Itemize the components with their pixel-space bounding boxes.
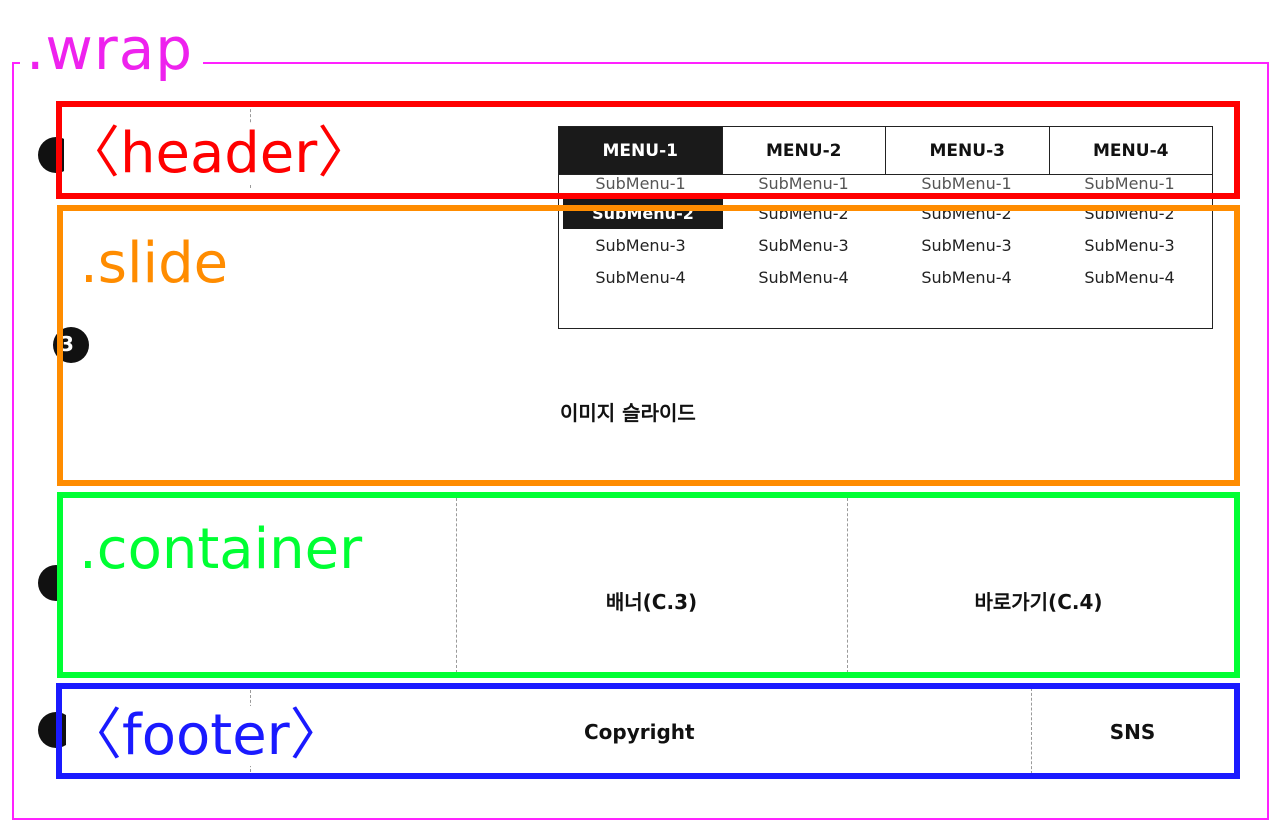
copyright-text: Copyright	[584, 720, 695, 744]
submenu-item[interactable]: SubMenu-4	[595, 267, 686, 287]
container-label: .container	[63, 520, 409, 602]
menu-item-1[interactable]: MENU-1	[559, 127, 722, 174]
sns-text: SNS	[1109, 720, 1156, 744]
submenu-item[interactable]: SubMenu-3	[921, 235, 1012, 255]
submenu-item[interactable]: SubMenu-3	[1084, 235, 1175, 255]
slide-caption: 이미지 슬라이드	[560, 401, 696, 425]
submenu-item[interactable]: SubMenu-3	[595, 235, 686, 255]
header-box	[56, 101, 1240, 199]
menu-item-3[interactable]: MENU-3	[885, 127, 1049, 174]
menu-item-2[interactable]: MENU-2	[721, 127, 886, 174]
footer-label: 〈footer〉	[66, 706, 354, 766]
submenu-item[interactable]: SubMenu-4	[921, 267, 1012, 287]
container-box	[57, 492, 1240, 678]
container-divider	[456, 493, 457, 673]
slide-box	[57, 205, 1240, 486]
wrap-label: .wrap	[20, 18, 204, 80]
submenu-item[interactable]: SubMenu-1	[921, 175, 1012, 193]
footer-divider	[1031, 688, 1032, 774]
footer-box	[56, 683, 1240, 779]
menu-item-4[interactable]: MENU-4	[1048, 127, 1213, 174]
submenu-item[interactable]: SubMenu-4	[758, 267, 849, 287]
menu-bar: MENU-1 MENU-2 MENU-3 MENU-4	[559, 127, 1212, 175]
submenu-item[interactable]: SubMenu-3	[758, 235, 849, 255]
wrap-outline	[12, 62, 1269, 820]
submenu-item[interactable]: SubMenu-1	[1084, 175, 1175, 193]
submenu-column-1: SubMenu-1 SubMenu-2 SubMenu-3 SubMenu-4	[559, 175, 723, 293]
container-divider	[847, 493, 848, 673]
submenu-item[interactable]: SubMenu-1	[595, 175, 686, 193]
marker-number: 3	[60, 332, 74, 356]
submenu-column-4: SubMenu-1 SubMenu-2 SubMenu-3 SubMenu-4	[1048, 175, 1211, 293]
slide-label: .slide	[80, 231, 229, 296]
submenu-item-active[interactable]: SubMenu-2	[563, 197, 723, 229]
submenu-item[interactable]: SubMenu-1	[758, 175, 849, 193]
banner-text: 배너(C.3)	[605, 590, 698, 614]
submenu-item[interactable]: SubMenu-4	[1084, 267, 1175, 287]
shortcut-text: 바로가기(C.4)	[974, 590, 1103, 614]
header-label: 〈header〉	[64, 124, 382, 184]
